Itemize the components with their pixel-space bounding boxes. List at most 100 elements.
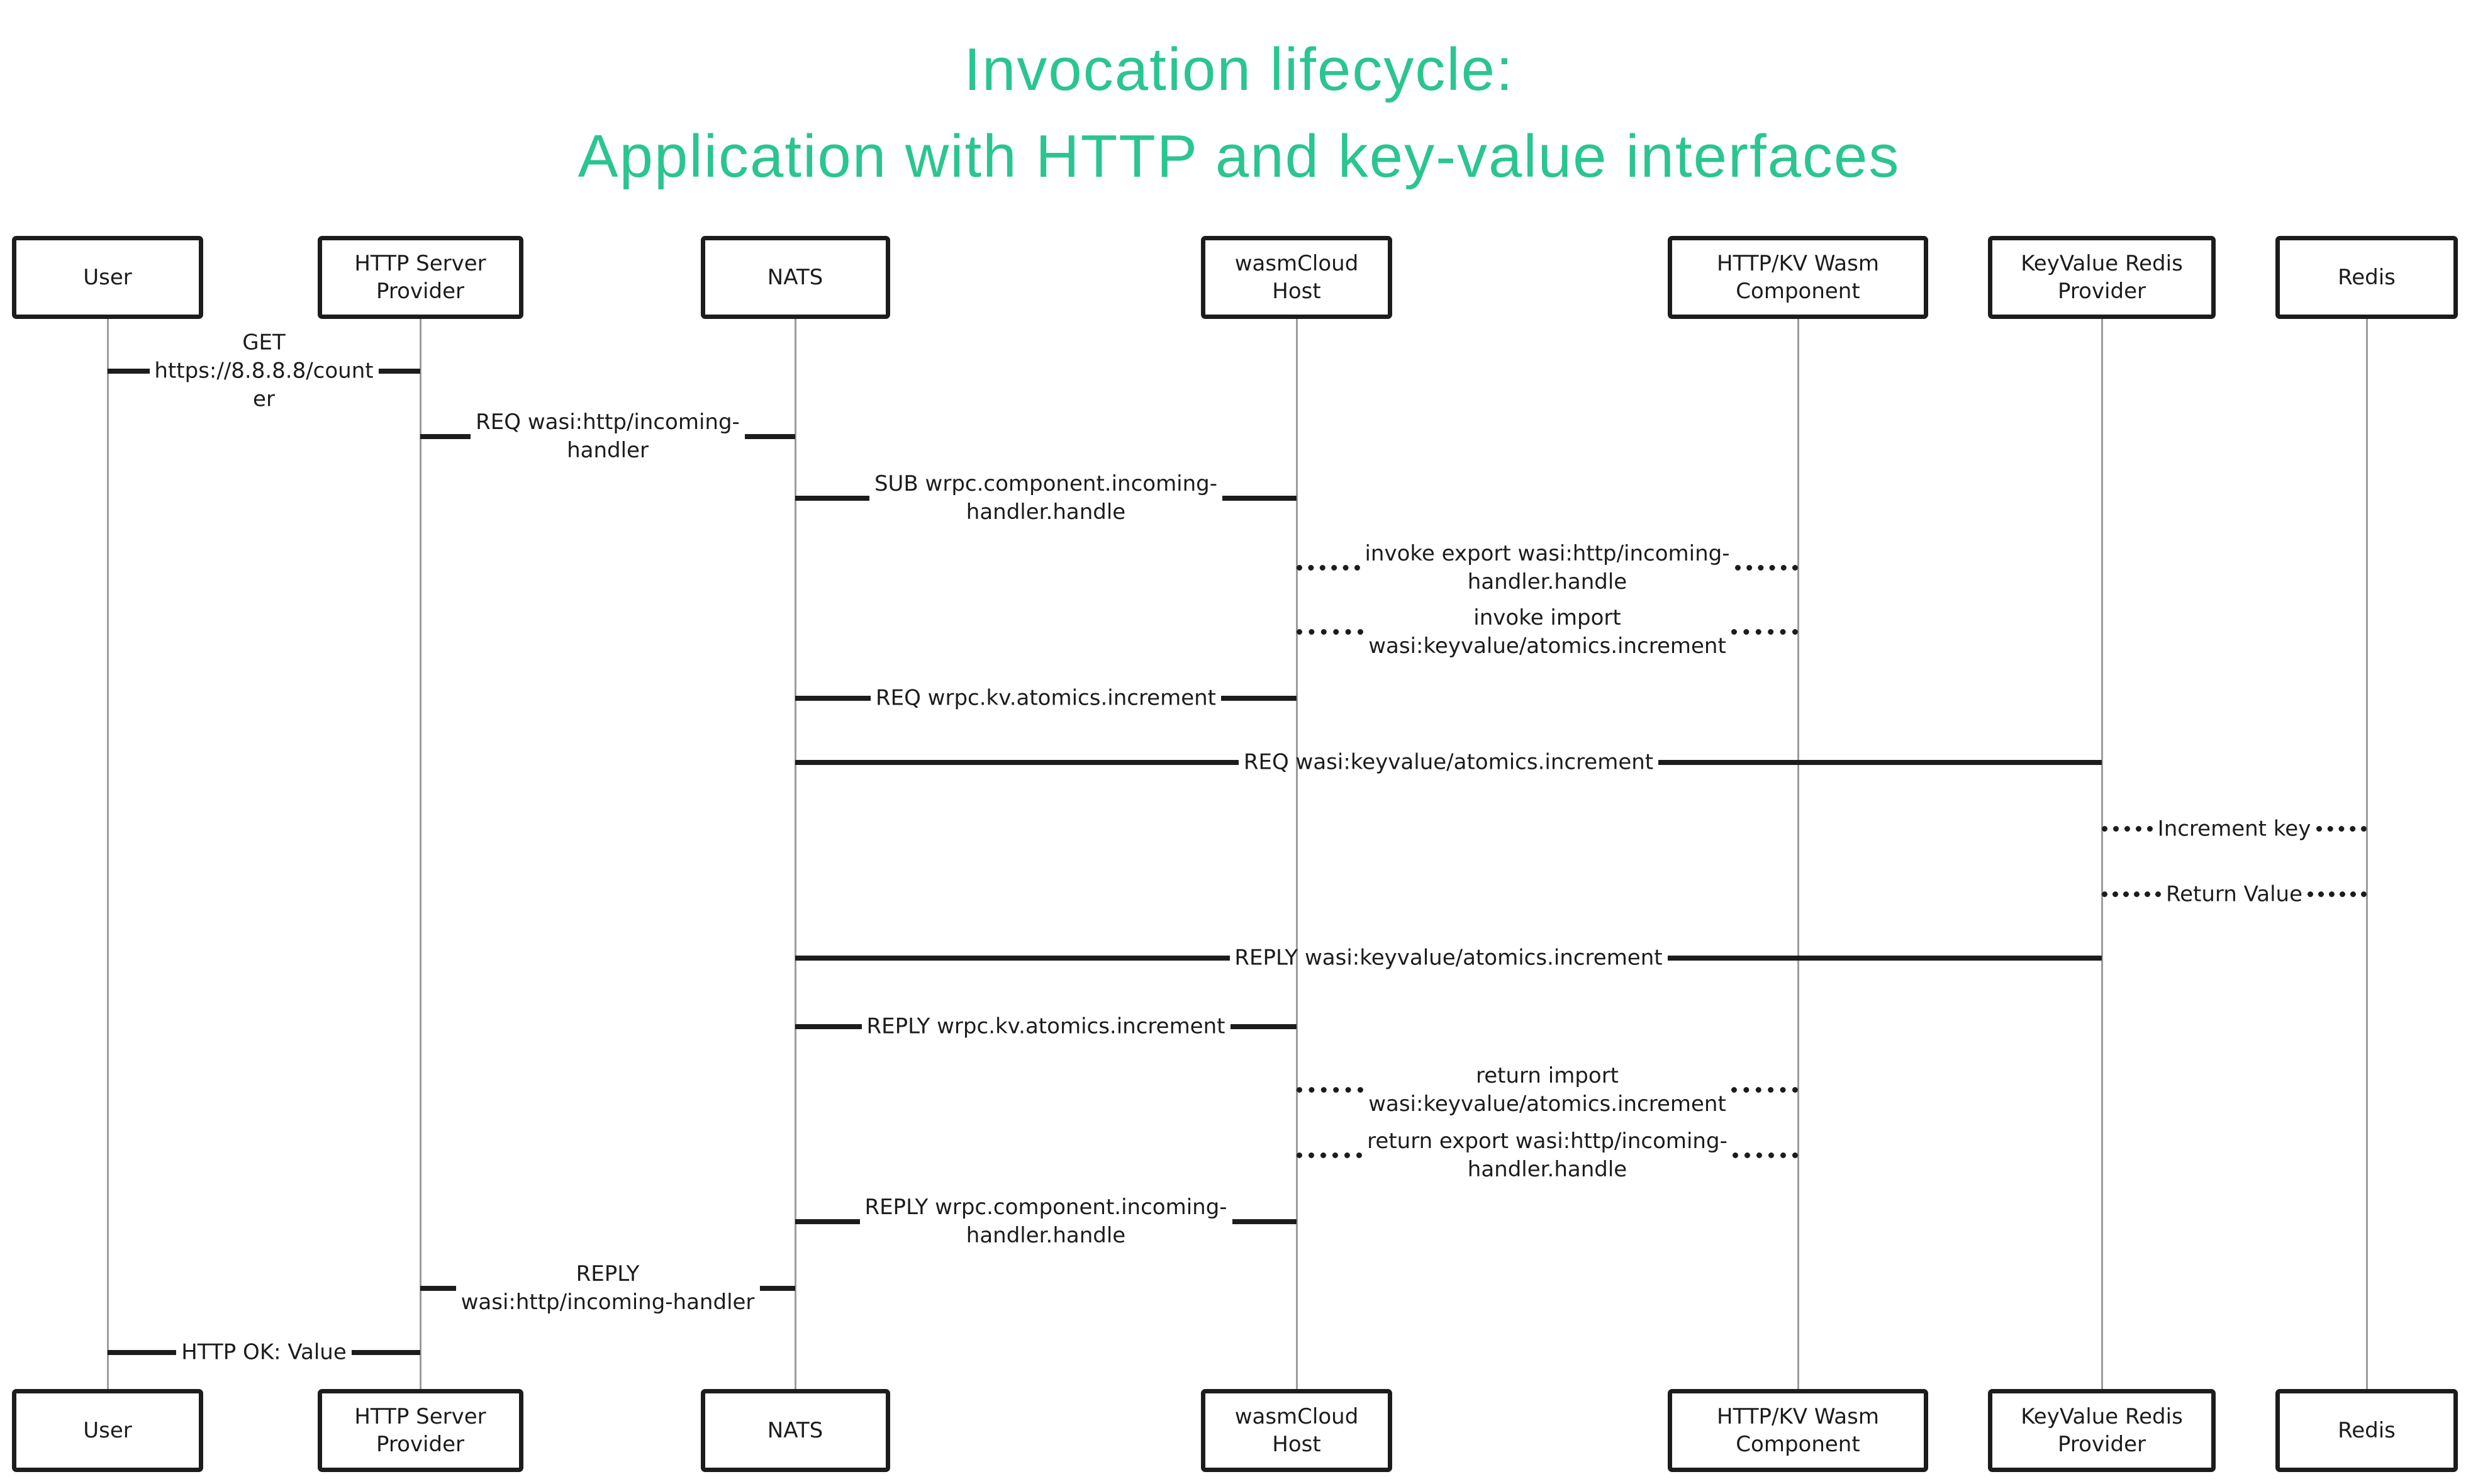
message-label-line: invoke import (1473, 605, 1621, 630)
message-line (1731, 629, 1798, 635)
message-line (1734, 565, 1798, 571)
participant-label: HTTP Server Provider (354, 1404, 486, 1457)
message-label-line: Increment key (2157, 816, 2311, 842)
message-line (378, 369, 420, 374)
message-9-dotted: Return Value (2102, 851, 2367, 939)
message-label-line: handler.handle (1467, 1157, 1627, 1182)
message-line (759, 1286, 795, 1291)
message-line (1731, 1087, 1798, 1093)
message-line (1297, 1152, 1362, 1158)
lifeline-redis (2365, 315, 2368, 1393)
message-label: SUB wrpc.component.incoming-handler.hand… (874, 470, 1217, 527)
message-label: REPLY wasi:http/incoming-handler (461, 1260, 755, 1317)
message-line (795, 956, 1230, 961)
message-label-line: REPLY wrpc.component.incoming- (864, 1195, 1227, 1220)
message-7-solid: REQ wasi:keyvalue/atomics.increment (795, 718, 2102, 806)
diagram-title: Invocation lifecycle: Application with H… (0, 26, 2478, 200)
participant-box-bottom-keyvalue-redis-provider: KeyValue Redis Provider (1988, 1389, 2216, 1472)
message-line (1658, 760, 2102, 765)
message-label: return export wasi:http/incoming-handler… (1367, 1127, 1727, 1184)
participant-box-top-keyvalue-redis-provider: KeyValue Redis Provider (1988, 236, 2216, 319)
lifeline-keyvalue-redis-provider (2101, 315, 2103, 1393)
message-line (420, 434, 471, 439)
message-16-solid: HTTP OK: Value (108, 1308, 420, 1397)
participant-label: HTTP/KV Wasm Component (1717, 251, 1879, 304)
message-label-line: handler.handle (1467, 569, 1627, 594)
participant-label: KeyValue Redis Provider (2021, 251, 2183, 304)
message-line (1232, 1219, 1297, 1224)
message-4-dotted: invoke export wasi:http/incoming-handler… (1297, 524, 1798, 612)
message-label: Increment key (2158, 815, 2311, 844)
message-13-dotted: return export wasi:http/incoming-handler… (1297, 1112, 1798, 1200)
title-line-1: Invocation lifecycle: (964, 36, 1514, 103)
message-label-line: https://8.8.8.8/count (154, 358, 374, 384)
participant-label: User (83, 265, 132, 290)
participant-label: KeyValue Redis Provider (2021, 1404, 2183, 1457)
message-label-line: handler (567, 438, 649, 463)
message-label-line: wasi:http/incoming-handler (460, 1290, 755, 1315)
message-11-solid: REPLY wrpc.kv.atomics.increment (795, 983, 1297, 1071)
message-label: REQ wasi:keyvalue/atomics.increment (1244, 749, 1653, 777)
message-line (1667, 956, 2102, 961)
message-label-line: handler.handle (966, 1223, 1126, 1248)
participant-box-bottom-user: User (12, 1389, 203, 1472)
message-line (795, 1024, 862, 1029)
participant-box-bottom-http-server-provider: HTTP Server Provider (317, 1389, 523, 1472)
message-label: return import wasi:keyvalue/atomics.incre… (1368, 1062, 1726, 1119)
message-15-solid: REPLY wasi:http/incoming-handler (420, 1244, 795, 1332)
message-label-line: wasi:keyvalue/atomics.increment (1368, 1091, 1726, 1117)
message-5-dotted: invoke import wasi:keyvalue/atomics.incre… (1297, 588, 1798, 676)
message-label-line: REPLY wrpc.kv.atomics.increment (866, 1013, 1225, 1039)
message-label-line: Return Value (2166, 881, 2302, 907)
message-14-solid: REPLY wrpc.component.incoming-handler.ha… (795, 1178, 1297, 1266)
message-line (1222, 496, 1297, 501)
participant-box-bottom-redis: Redis (2275, 1389, 2458, 1472)
message-line (1297, 565, 1360, 571)
message-label-line: HTTP OK: Value (181, 1339, 347, 1365)
message-line (1297, 629, 1363, 635)
message-line (795, 496, 869, 501)
message-label-line: return export wasi:http/incoming- (1367, 1129, 1727, 1154)
participant-label: HTTP Server Provider (354, 251, 486, 304)
message-line (745, 434, 795, 439)
message-label-line: wasi:keyvalue/atomics.increment (1368, 633, 1726, 659)
participant-label: HTTP/KV Wasm Component (1717, 1404, 1879, 1457)
title-line-2: Application with HTTP and key-value inte… (578, 123, 1900, 190)
message-line (2316, 826, 2367, 832)
participant-box-top-nats: NATS (700, 236, 890, 319)
message-label-line: REPLY (576, 1261, 640, 1286)
message-label: HTTP OK: Value (181, 1339, 347, 1367)
message-line (1297, 1087, 1363, 1093)
message-line (1230, 1024, 1297, 1029)
participant-label: Redis (2338, 265, 2396, 290)
message-2-solid: REQ wasi:http/incoming-handler (420, 393, 795, 481)
message-label: REQ wrpc.kv.atomics.increment (876, 684, 1216, 713)
message-line (795, 1219, 860, 1224)
message-line (420, 1286, 456, 1291)
participant-box-top-http-kv-wasm-component: HTTP/KV Wasm Component (1668, 236, 1928, 319)
message-label: REPLY wasi:keyvalue/atomics.increment (1234, 944, 1662, 973)
participant-label: Redis (2338, 1418, 2396, 1443)
lifeline-http-server-provider (419, 315, 421, 1393)
participant-box-top-redis: Redis (2275, 236, 2458, 319)
participant-box-bottom-http-kv-wasm-component: HTTP/KV Wasm Component (1668, 1389, 1928, 1472)
message-label: REQ wasi:http/incoming-handler (476, 408, 740, 465)
message-label-line: handler.handle (966, 499, 1126, 525)
participant-label: wasmCloud Host (1234, 251, 1359, 304)
participant-box-bottom-nats: NATS (700, 1389, 890, 1472)
message-label-line: SUB wrpc.component.incoming- (874, 471, 1218, 496)
message-label-line: REQ wrpc.kv.atomics.increment (875, 685, 1217, 711)
message-label: REPLY wrpc.component.incoming-handler.ha… (864, 1193, 1227, 1250)
message-label: invoke import wasi:keyvalue/atomics.incre… (1368, 604, 1726, 661)
message-10-solid: REPLY wasi:keyvalue/atomics.increment (795, 914, 2102, 1002)
participant-label: NATS (767, 265, 823, 290)
message-label-line: return import (1475, 1063, 1619, 1088)
message-line (352, 1350, 420, 1355)
message-line (2308, 891, 2367, 897)
message-label: REPLY wrpc.kv.atomics.increment (867, 1013, 1225, 1041)
message-6-solid: REQ wrpc.kv.atomics.increment (795, 654, 1297, 742)
message-label: Return Value (2166, 881, 2302, 909)
message-label-line: GET (242, 330, 286, 355)
